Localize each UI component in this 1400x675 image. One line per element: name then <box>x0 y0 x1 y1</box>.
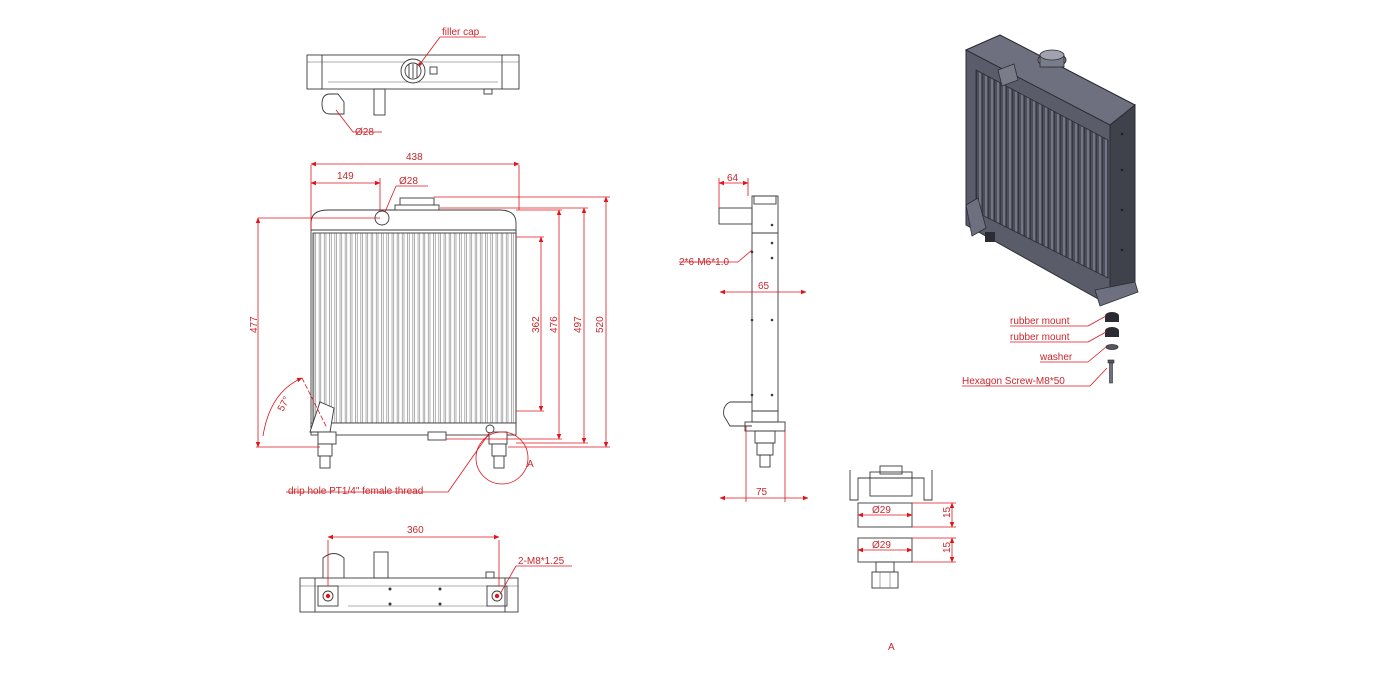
front-core-fins <box>312 232 517 424</box>
front-bottom-tank <box>310 422 517 436</box>
isometric-radiator <box>964 34 1139 307</box>
bottom-view: 360 2-M8*1.25 <box>299 525 572 613</box>
detail-hex-nut <box>871 571 899 589</box>
mount-dia-2-label: Ø29 <box>872 540 891 551</box>
dim-360-label: 360 <box>407 525 424 536</box>
top-view: filler cap Ø28 <box>306 27 520 138</box>
dim-64-label: 64 <box>727 173 739 184</box>
dim-149-label: 149 <box>337 171 354 182</box>
top-view-inlet-pipe <box>321 93 345 115</box>
iso-core-fins <box>975 69 1109 279</box>
side-view-outlet-pipe <box>723 401 752 427</box>
dim-75-label: 75 <box>756 487 768 498</box>
rubber-mount-2-label: rubber mount <box>1010 332 1070 343</box>
detail-a-mount: Ø29 Ø29 15 15 A <box>849 465 956 653</box>
filler-cap-label: filler cap <box>442 27 480 38</box>
top-view-tank <box>306 54 520 90</box>
dim-65-label: 65 <box>758 281 770 292</box>
dim-476-label: 476 <box>549 316 560 333</box>
top-view-outlet-pipe <box>373 88 386 116</box>
bottom-mount-right <box>486 585 508 607</box>
drip-hole-icon <box>485 424 495 434</box>
detail-a-caption: A <box>888 642 895 653</box>
bottom-view-outlet-pipe <box>322 553 345 578</box>
mount-dia-1-label: Ø29 <box>872 505 891 516</box>
exploded-mount-parts: rubber mount rubber mount washer Hexagon… <box>962 312 1119 387</box>
side-view: 64 2*6-M6*1.0 65 75 <box>679 173 809 502</box>
mount-height-2-label: 15 <box>942 541 953 553</box>
top-pipe-diameter-label: Ø28 <box>355 127 374 138</box>
dim-520-label: 520 <box>595 316 606 333</box>
dim-362-label: 362 <box>531 316 542 333</box>
rubber-mount-1-label: rubber mount <box>1010 316 1070 327</box>
hex-screw-label: Hexagon Screw-M8*50 <box>962 376 1065 387</box>
bolt-thread-label: 2-M8*1.25 <box>518 556 565 567</box>
washer-label: washer <box>1039 352 1073 363</box>
angle-57-label: 57° <box>276 395 293 414</box>
dim-497-label: 497 <box>573 316 584 333</box>
inlet-diameter-label: Ø28 <box>399 176 418 187</box>
front-top-tank <box>310 209 517 230</box>
detail-bracket <box>849 470 933 501</box>
iso-inlet-pipe <box>997 63 1019 87</box>
front-view: 438 149 Ø28 477 362 476 497 520 57° <box>249 152 610 497</box>
hex-screw-part <box>1107 359 1115 364</box>
dim-438-label: 438 <box>406 152 423 163</box>
angle-arc <box>262 377 303 437</box>
washer-part <box>1105 344 1119 350</box>
detail-a-ref-label: A <box>527 459 534 470</box>
mount-height-1-label: 15 <box>942 506 953 518</box>
iso-bottom-bracket <box>1094 281 1139 307</box>
detail-a-circle <box>475 431 529 485</box>
side-holes-label: 2*6-M6*1.0 <box>679 257 729 268</box>
side-view-inlet-pipe <box>718 207 753 225</box>
drip-hole-label: drip hole PT1/4" female thread <box>288 486 423 497</box>
side-view-body <box>751 195 779 423</box>
bottom-view-tank <box>299 577 519 613</box>
dim-477-label: 477 <box>249 316 260 333</box>
iso-outlet-pipe <box>965 197 987 237</box>
